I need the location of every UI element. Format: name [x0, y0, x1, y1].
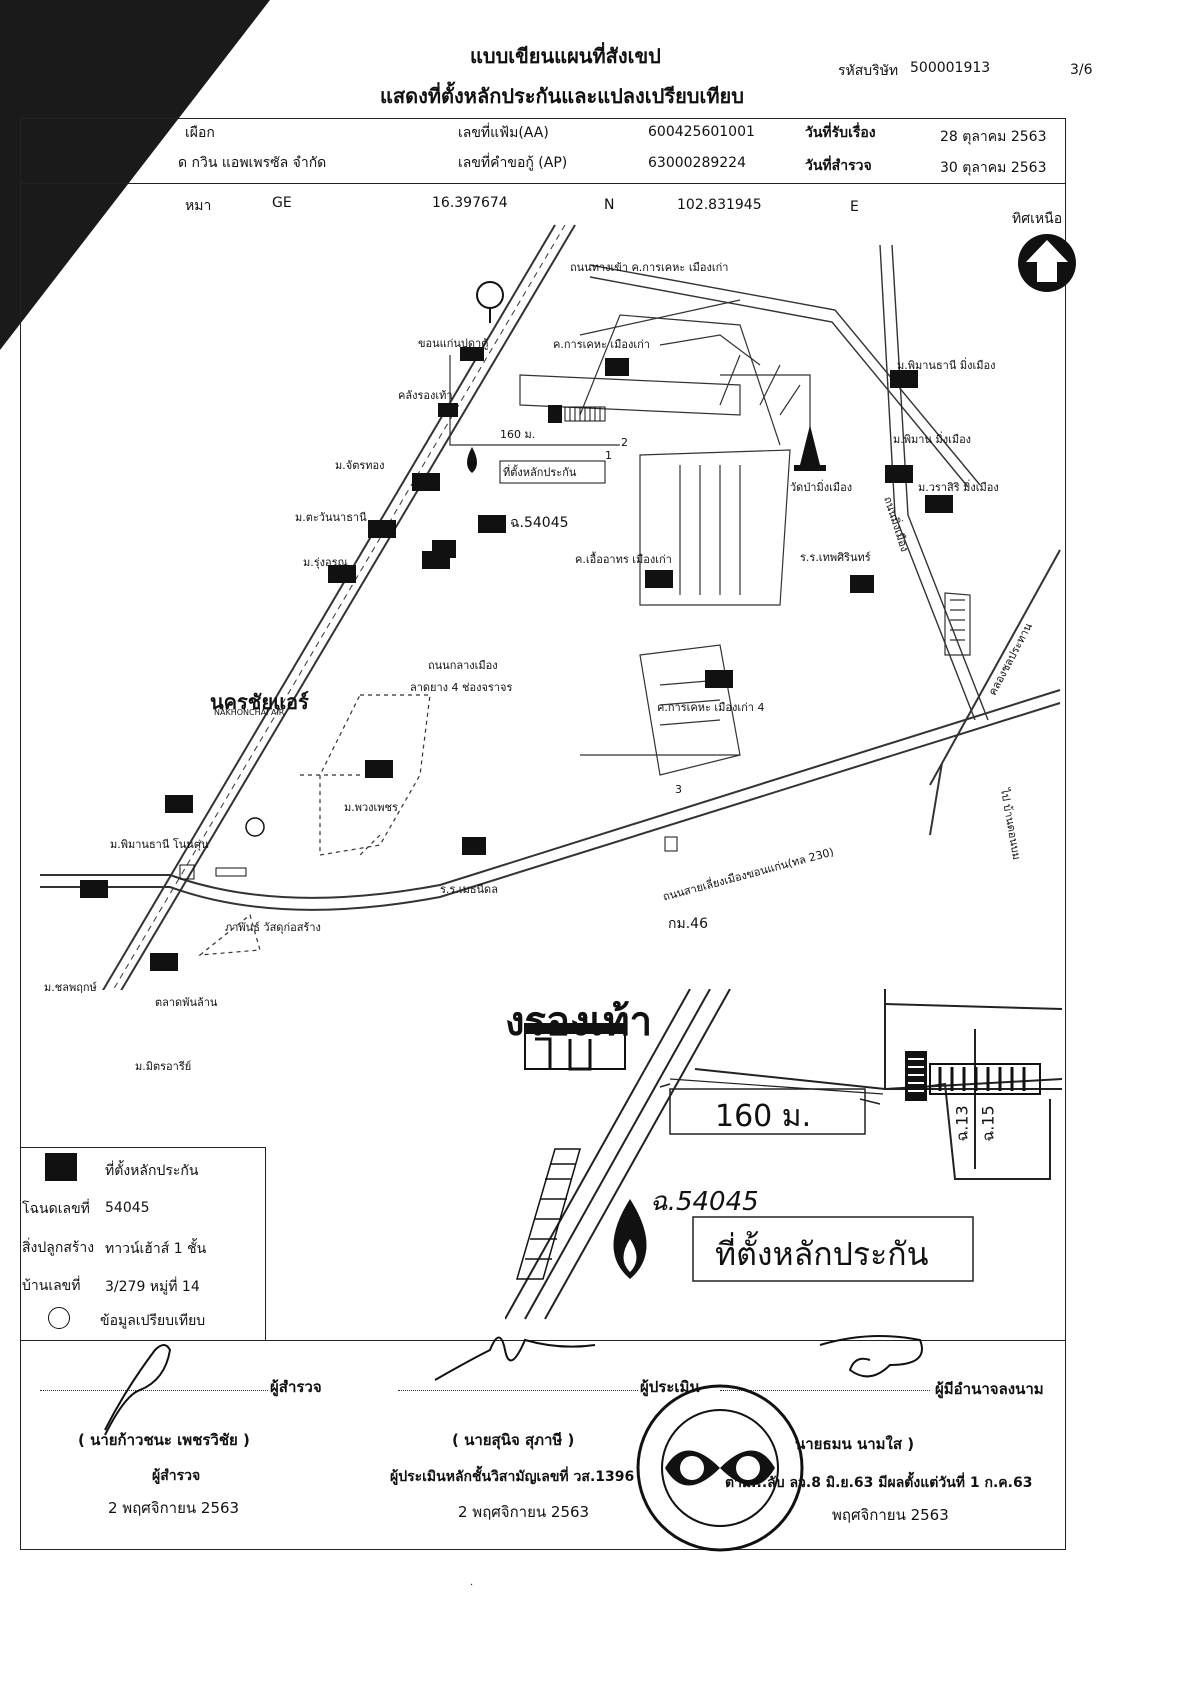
north-n: N [604, 197, 615, 213]
info-divider [20, 183, 1066, 184]
surveyor-date: 2 พฤศจิกายน 2563 [108, 1499, 240, 1517]
appraiser-signature [434, 1336, 596, 1381]
label-road-middle2: ลาดยาง 4 ช่องจราจร [410, 681, 513, 694]
loan-no-label: เลขที่คำขอกู้ (AP) [458, 155, 568, 171]
east-e: E [850, 199, 859, 215]
label-nakhonchai: นครชัยแอร์ [210, 690, 309, 714]
label-parcel-scribble: ฉ.54045 [510, 515, 569, 531]
label-ktv: Ktv [408, 595, 429, 608]
label-m-piman-nonton: ม.พิมานธานี โนนตุ่น [110, 838, 209, 851]
survey-label: วันที่สำรวจ [805, 158, 872, 174]
inset-parcel: ฉ.54045 [650, 1187, 759, 1217]
survey-date: 30 ตุลาคม 2563 [940, 160, 1047, 176]
file-no-label: เลขที่แฟ้ม(AA) [458, 125, 549, 141]
legend-house-label: บ้านเลขที่ [22, 1278, 81, 1294]
label-road-middle: ถนนกลางเมือง [428, 659, 498, 672]
label-n2: 2 [621, 436, 628, 449]
legend-deed-label: โฉนดเลขที่ [22, 1201, 90, 1217]
label-kheha-old: ค.การเคหะ เมืองเก่า [553, 338, 650, 351]
label-school-meth: ร.ร.เมธนีดล [440, 883, 498, 896]
label-wat: วัดป่ามิ่งเมือง [790, 481, 853, 494]
label-m-piman-ming: ม.พิมานธานี มิ่งเมือง [897, 359, 996, 372]
page-number: 3/6 [1070, 62, 1093, 78]
surveyor-role: ผู้สำรวจ [152, 1468, 201, 1484]
label-eua-arthon: ค.เอื้ออาทร เมืองเก่า [575, 553, 672, 566]
legend-building-label: สิ่งปลูกสร้าง [22, 1240, 95, 1256]
zoom-inset: งรองเท้า 160 ม. ฉ.54045 ที่ตั้งหลักประกั… [505, 989, 1062, 1325]
label-kheha4: ค.การเคหะ เมืองเก่า 4 [657, 701, 765, 714]
company-code: 500001913 [910, 60, 991, 76]
company-code-label: รหัสบริษัท [838, 63, 899, 79]
surveyor-sign-line [40, 1390, 268, 1391]
label-dist-160: 160 ม. [500, 428, 536, 441]
legend-right [265, 1147, 266, 1340]
label-school-thep: ร.ร.เทพศิรินทร์ [800, 551, 871, 564]
label-m-rungarun: ม.รุ่งอรุณ [303, 556, 348, 569]
surveyor-role-line: ผู้สำรวจ [270, 1378, 322, 1396]
authorized-role-line: ผู้มีอำนาจลงนาม [935, 1380, 1044, 1398]
label-market: ตลาดพันล้าน [155, 996, 218, 1009]
legend-collateral: ที่ตั้งหลักประกัน [105, 1163, 199, 1179]
inset-lot15: ฉ.15 [978, 1105, 998, 1142]
row1-left: เผือก [185, 125, 215, 141]
north-arrow-icon [1018, 234, 1076, 292]
inset-collateral: ที่ตั้งหลักประกัน [715, 1235, 929, 1273]
label-road-entrance: ถนนทางเข้า ค.การเคหะ เมืองเก่า [570, 261, 729, 274]
inset-lot13: ฉ.13 [952, 1105, 972, 1142]
longitude: 102.831945 [677, 197, 762, 213]
label-m-puangphet: ม.พวงเพชร [344, 801, 398, 814]
label-m-warasiri: ม.วราสิริ มิ่งเมือง [918, 481, 999, 494]
appraiser-role-line: ผู้ประเมิน [640, 1378, 700, 1396]
appraiser-date: 2 พฤศจิกายน 2563 [458, 1503, 590, 1521]
label-n3: 3 [675, 783, 682, 796]
collateral-legend-swatch [45, 1153, 77, 1181]
loan-no: 63000289224 [648, 155, 746, 171]
authorized-sign-line [720, 1390, 930, 1391]
file-no: 600425601001 [648, 124, 755, 140]
label-m-jatthong: ม.จัตรทอง [335, 459, 385, 472]
legend-building: ทาวน์เฮ้าส์ 1 ชั้น [105, 1241, 207, 1257]
received-label: วันที่รับเรื่อง [805, 125, 876, 141]
label-n1: 1 [605, 449, 612, 462]
company-stamp [636, 1384, 804, 1552]
authorized-name: นายธมน นามใส ) [795, 1435, 915, 1453]
label-m-piman2: ม.พิมาน มิ่งเมือง [893, 433, 972, 446]
label-shoe-warehouse: คลังรองเท้า [398, 389, 453, 402]
surveyor-signature [104, 1344, 172, 1436]
appraiser-role: ผู้ประเมินหลักชั้นวิสามัญเลขที่ วส.1396 [390, 1469, 635, 1485]
legend-top [20, 1147, 265, 1148]
label-collateral: ที่ตั้งหลักประกัน [503, 466, 577, 479]
inset-dist: 160 ม. [715, 1099, 812, 1134]
document-frame [20, 118, 1066, 1550]
document-subtitle: แสดงที่ตั้งหลักประกันและแปลงเปรียบเทียบ [380, 84, 744, 108]
row2-left: ด กวิน แอพเพรซัล จำกัด [178, 155, 327, 171]
location-map [40, 224, 1061, 990]
authorized-signature [819, 1335, 923, 1378]
north-label: ทิศเหนือ [1012, 211, 1063, 227]
legend-deed-no: 54045 [105, 1200, 150, 1216]
label-m-mitr: ม.มิตรอารีย์ [135, 1060, 192, 1073]
ge-label: GE [272, 195, 292, 211]
label-pattana: ภาพันธ์ วัสดุก่อสร้าง [225, 921, 321, 934]
label-m-tawan: ม.ตะวันนาธานี [295, 511, 367, 524]
appraiser-sign-line [398, 1390, 638, 1391]
appraiser-name: ( นายสุนิจ สุภาษี ) [452, 1431, 575, 1449]
compare-legend-circle [48, 1307, 70, 1329]
row3-left: หมา [185, 198, 212, 214]
legend-compare: ข้อมูลเปรียบเทียบ [100, 1313, 206, 1329]
label-km46: กม.46 [668, 916, 708, 932]
latitude: 16.397674 [432, 195, 508, 211]
signature-divider [20, 1340, 1066, 1341]
received-date: 28 ตุลาคม 2563 [940, 129, 1047, 145]
document-title: แบบเขียนแผนที่สังเขป [470, 44, 661, 68]
scan-shadow-corner [0, 0, 270, 350]
label-khon-kaen-paradise: ขอนแก่นปดาตู้ [418, 337, 489, 350]
label-nakhonchai-en: NAKHONCHAI AIR [214, 708, 285, 717]
legend-house-no: 3/279 หมู่ที่ 14 [105, 1279, 200, 1295]
label-m-cholapruek: ม.ชลพฤกษ์ [44, 981, 97, 994]
inset-shop-text: งรองเท้า [505, 999, 653, 1045]
surveyor-name: ( นายก้าวชนะ เพชรวิชัย ) [78, 1431, 250, 1449]
authorized-date: พฤศจิกายน 2563 [832, 1506, 949, 1524]
